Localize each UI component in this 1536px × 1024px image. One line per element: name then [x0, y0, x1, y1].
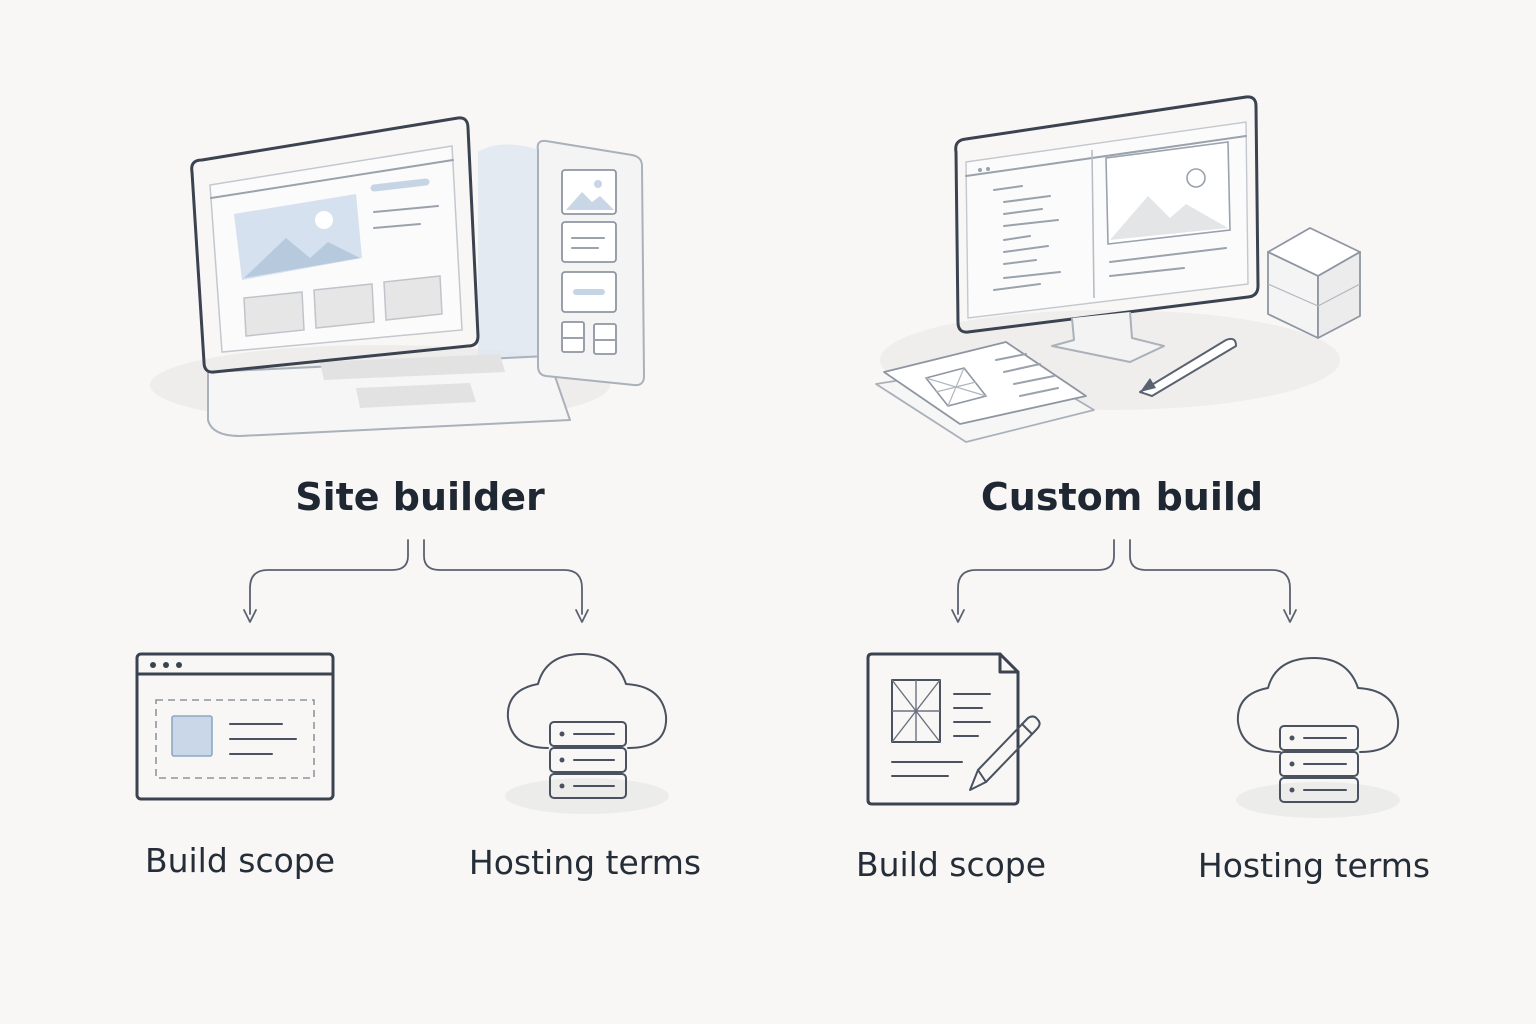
site-builder-connectors — [243, 539, 589, 623]
monitor-code-and-wireframe-icon — [875, 95, 1361, 443]
wireframe-document-pencil-icon — [866, 652, 1041, 806]
custom-build-build-scope-label: Build scope — [855, 845, 1047, 884]
site-builder-hosting-terms-label: Hosting terms — [468, 843, 702, 882]
browser-window-icon — [135, 652, 335, 801]
site-builder-title: Site builder — [295, 475, 545, 519]
custom-build-connectors — [951, 539, 1297, 623]
custom-build-hosting-terms-label: Hosting terms — [1197, 846, 1431, 885]
cloud-server-icon — [505, 653, 669, 814]
cloud-server-icon — [1236, 657, 1400, 818]
custom-build-title: Custom build — [980, 475, 1264, 519]
laptop-with-widget-panel-icon — [150, 116, 646, 437]
site-builder-build-scope-label: Build scope — [144, 841, 336, 880]
